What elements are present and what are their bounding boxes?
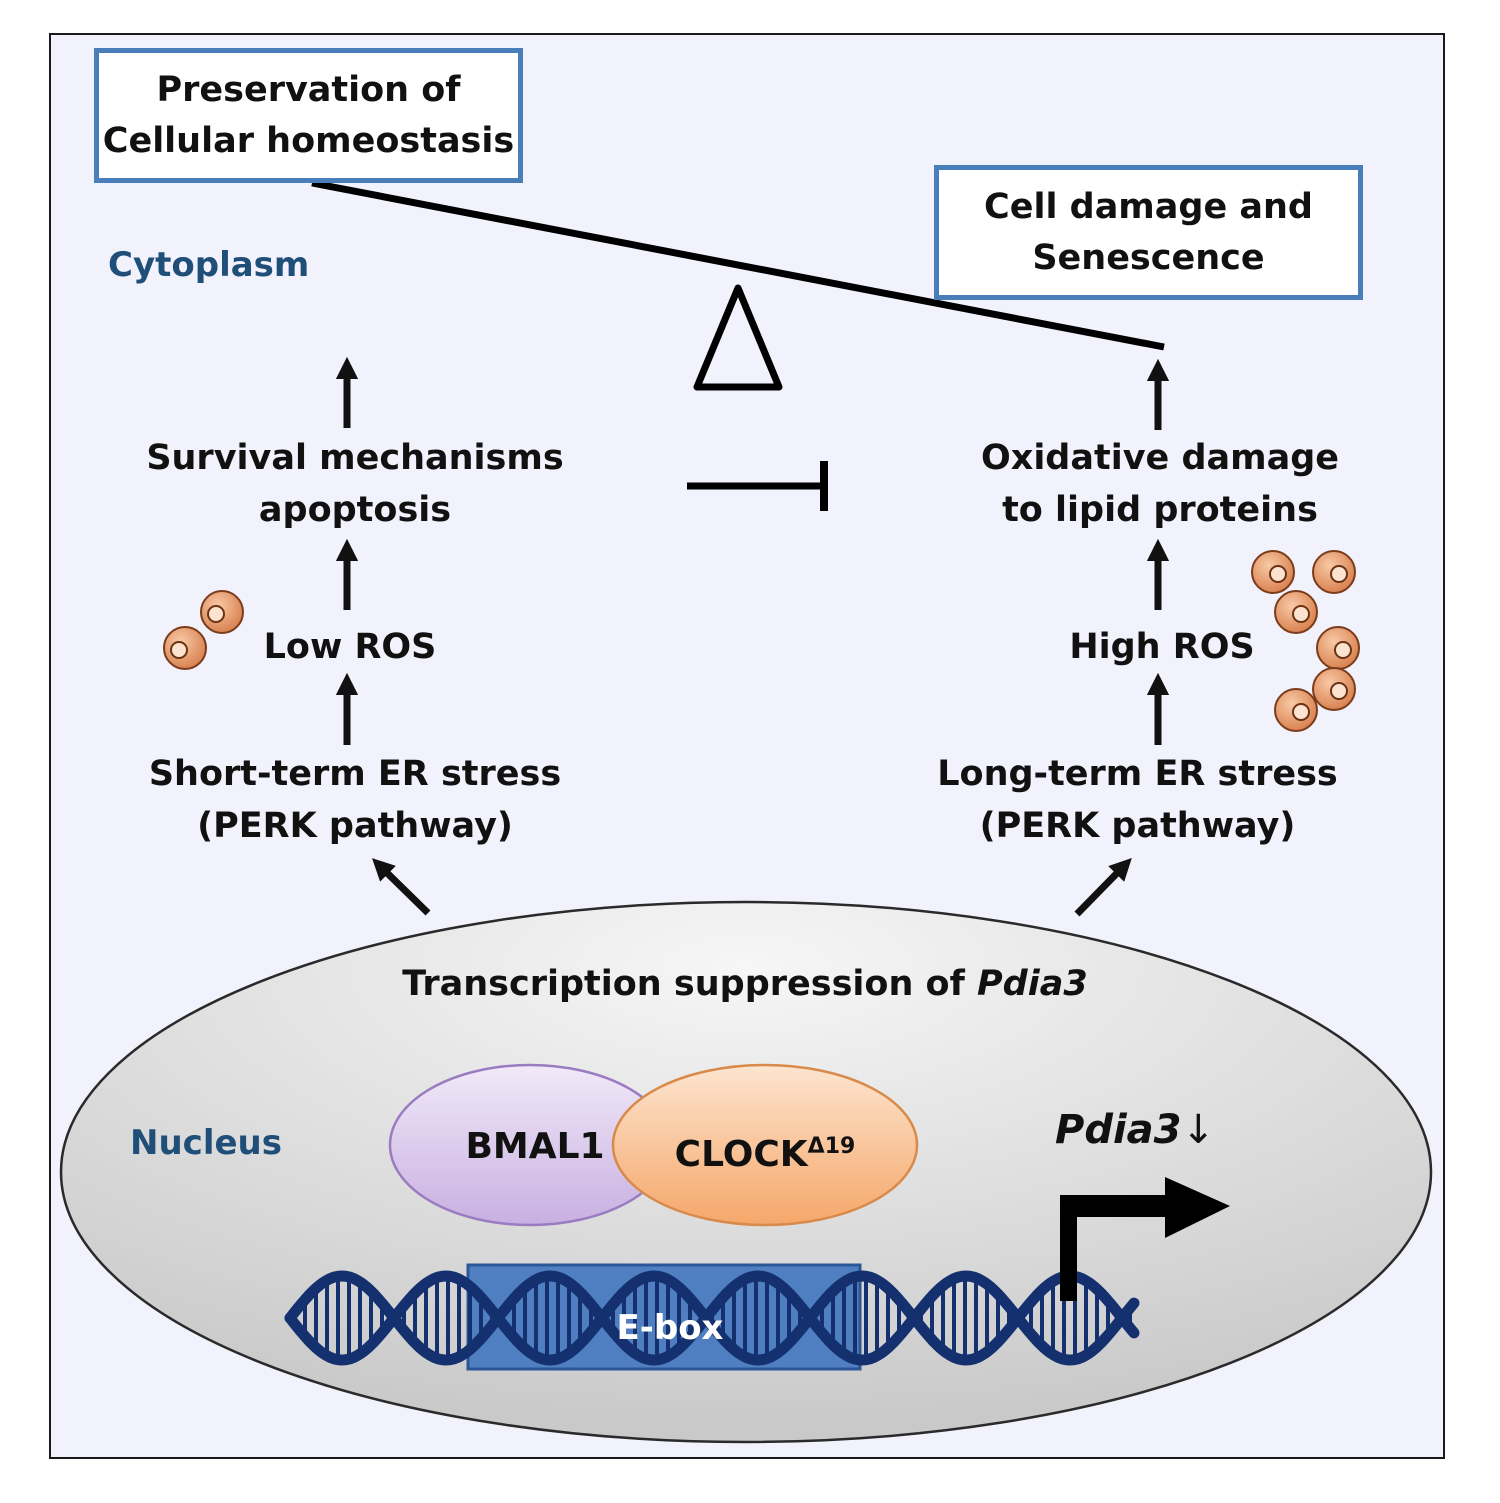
long-term-line-1: Long-term ER stress (937, 754, 1338, 794)
damage-line-2: Senescence (1032, 237, 1265, 278)
oxidative-line-1: Oxidative damage (980, 438, 1339, 478)
transcription-start-arrow (1060, 1177, 1230, 1301)
nucleus-label: Nucleus (130, 1123, 282, 1163)
clock-name: CLOCK (674, 1134, 808, 1175)
high-ros-label: High ROS (1069, 627, 1255, 667)
dna-strand-2 (284, 1270, 1140, 1366)
dna-helix (284, 1270, 1140, 1366)
nucleus-title-prefix: Transcription suppression of (402, 964, 978, 1004)
nucleus-title: Transcription suppression of Pdia3 (380, 958, 1110, 1010)
short-term-line-2: (PERK pathway) (197, 806, 513, 846)
arrow-nucleus-to-long-term (1074, 857, 1132, 917)
gene-name: Pdia3 (1055, 1107, 1182, 1153)
short-term-line-1: Short-term ER stress (148, 754, 562, 794)
survival-label: Survival mechanisms apoptosis (140, 432, 570, 536)
cytoplasm-label: Cytoplasm (108, 245, 310, 285)
dna-strand-1 (284, 1270, 1140, 1366)
arrow-nucleus-to-short-term (371, 858, 431, 916)
bmal1-label: BMAL1 (465, 1126, 605, 1167)
clock-protein (611, 1063, 919, 1227)
balance-fulcrum (693, 284, 783, 391)
oxidative-label: Oxidative damage to lipid proteins (960, 432, 1360, 536)
homeostasis-line-1: Preservation of (156, 69, 461, 110)
gene-down-arrow: ↓ (1181, 1107, 1215, 1153)
short-term-stress-label: Short-term ER stress (PERK pathway) (140, 748, 570, 852)
long-term-line-2: (PERK pathway) (979, 806, 1296, 846)
ebox-label: E-box (616, 1308, 724, 1348)
survival-line-1: Survival mechanisms (146, 438, 564, 478)
low-ros-particles (163, 590, 244, 670)
long-term-stress-label: Long-term ER stress (PERK pathway) (925, 748, 1350, 852)
damage-line-1: Cell damage and (984, 186, 1313, 227)
gene-label: Pdia3↓ (1040, 1104, 1230, 1156)
nucleus-title-gene: Pdia3 (977, 964, 1088, 1004)
inhibition-symbol (687, 461, 828, 511)
high-ros-particles (1251, 550, 1360, 732)
oxidative-line-2: to lipid proteins (1002, 490, 1318, 530)
damage-box: Cell damage and Senescence (934, 165, 1363, 300)
survival-line-2: apoptosis (258, 490, 452, 530)
clock-label: CLOCKΔ19 (660, 1121, 870, 1181)
homeostasis-line-2: Cellular homeostasis (102, 120, 515, 161)
balance-beam (311, 179, 1165, 351)
homeostasis-box: Preservation of Cellular homeostasis (94, 48, 523, 183)
low-ros-label: Low ROS (263, 627, 437, 667)
clock-superscript: Δ19 (807, 1134, 856, 1159)
